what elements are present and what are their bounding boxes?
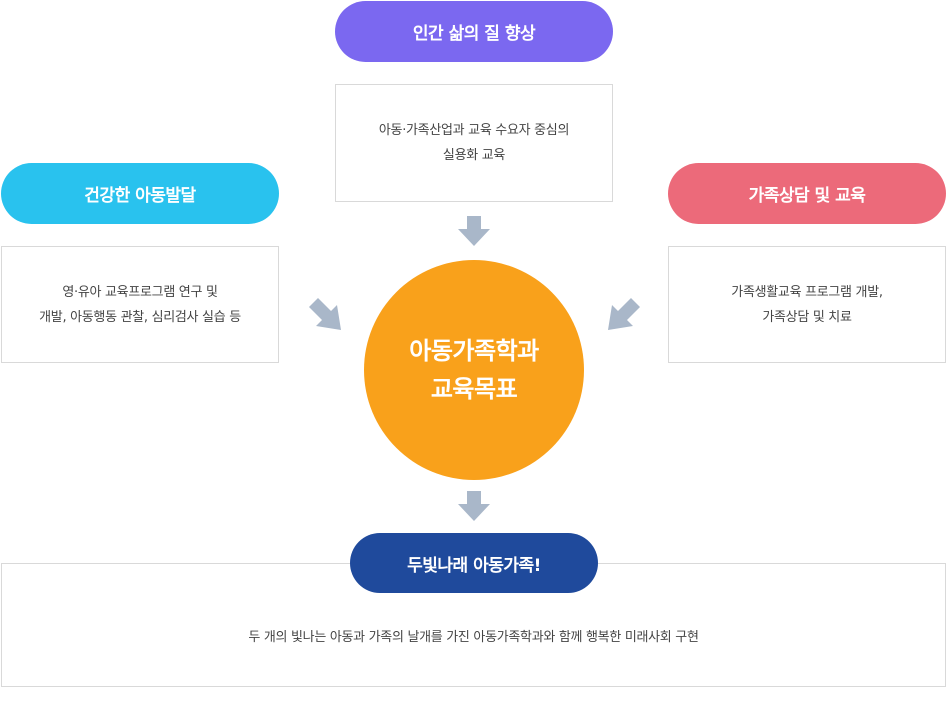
center-goal-circle: 아동가족학과 교육목표 (364, 260, 584, 480)
left-goal-line-1: 영·유아 교육프로그램 연구 및 (62, 284, 218, 300)
bottom-goal-title: 두빛나래 아동가족! (407, 555, 541, 576)
arrow-right-diagonal-icon (608, 298, 640, 330)
right-goal-pill: 가족상담 및 교육 (668, 163, 946, 224)
top-goal-title: 인간 삶의 질 향상 (412, 24, 536, 44)
right-goal-box: 가족생활교육 프로그램 개발, 가족상담 및 치료 (668, 246, 946, 363)
left-goal-pill: 건강한 아동발달 (1, 163, 279, 224)
arrow-down-bottom-icon (458, 491, 490, 521)
top-goal-pill: 인간 삶의 질 향상 (335, 1, 613, 62)
center-line-1: 아동가족학과 (409, 337, 539, 365)
top-goal-line-1: 아동·가족산업과 교육 수요자 중심의 (378, 123, 570, 138)
center-line-2: 교육목표 (430, 375, 518, 403)
right-goal-title: 가족상담 및 교육 (748, 186, 866, 206)
right-goal-line-2: 가족상담 및 치료 (762, 309, 852, 325)
right-goal-line-1: 가족생활교육 프로그램 개발, (731, 284, 883, 300)
left-goal-box: 영·유아 교육프로그램 연구 및 개발, 아동행동 관찰, 심리검사 실습 등 (1, 246, 279, 363)
arrow-down-top-icon (458, 216, 490, 246)
bottom-goal-pill: 두빛나래 아동가족! (350, 533, 598, 593)
left-goal-line-2: 개발, 아동행동 관찰, 심리검사 실습 등 (39, 309, 241, 325)
top-goal-box: 아동·가족산업과 교육 수요자 중심의 실용화 교육 (335, 84, 613, 202)
bottom-goal-text: 두 개의 빛나는 아동과 가족의 날개를 가진 아동가족학과와 함께 행복한 미… (248, 629, 699, 645)
arrow-left-diagonal-icon (309, 298, 341, 330)
top-goal-line-2: 실용화 교육 (442, 148, 506, 163)
left-goal-title: 건강한 아동발달 (84, 186, 196, 206)
